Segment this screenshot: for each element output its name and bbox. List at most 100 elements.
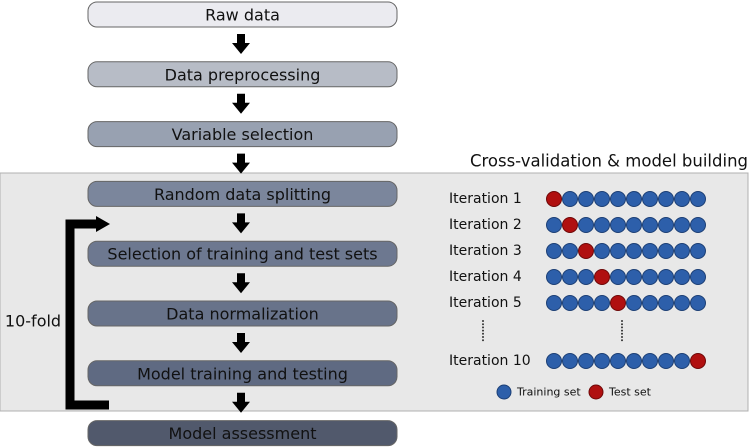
training-set-marker: [674, 243, 690, 259]
step-box-shape: [87, 121, 398, 148]
step-label: Model assessment: [169, 424, 317, 443]
loop-arrow-head: [96, 216, 110, 232]
training-set-marker: [562, 295, 578, 311]
legend: Training set Test set: [496, 384, 652, 400]
loop-label: 10-fold: [5, 312, 61, 331]
training-set-marker: [690, 217, 706, 233]
ellipsis-dot: [482, 320, 484, 322]
step-label: Data preprocessing: [165, 65, 321, 84]
training-set-marker: [642, 243, 658, 259]
step-box-shape: [87, 420, 398, 447]
training-set-marker: [658, 353, 674, 369]
training-set-marker: [610, 353, 626, 369]
training-set-marker: [658, 269, 674, 285]
training-set-marker: [562, 269, 578, 285]
training-set-marker: [674, 217, 690, 233]
iteration-row: Iteration 1: [449, 191, 706, 207]
test-set-marker: [546, 191, 562, 207]
training-set-marker: [610, 217, 626, 233]
iteration-row: Iteration 5: [449, 295, 706, 311]
step-box: Data normalization: [87, 300, 398, 327]
training-set-marker: [562, 191, 578, 207]
training-set-marker: [626, 217, 642, 233]
down-arrow: [232, 153, 250, 174]
step-label: Variable selection: [172, 125, 314, 144]
training-set-marker: [674, 269, 690, 285]
step-box: Random data splitting: [87, 180, 398, 207]
legend-training-label: Training set: [516, 386, 581, 399]
down-arrow: [232, 93, 250, 114]
step-box: Model assessment: [87, 420, 398, 447]
step-box-shape: [87, 1, 398, 28]
test-set-marker: [562, 217, 578, 233]
training-set-marker: [642, 191, 658, 207]
ellipsis-dot: [621, 339, 623, 342]
training-set-marker: [674, 191, 690, 207]
training-set-marker: [578, 191, 594, 207]
iteration-label: Iteration 2: [449, 217, 522, 233]
training-set-marker: [578, 269, 594, 285]
ellipsis-dot: [621, 320, 623, 322]
iteration-label: Iteration 4: [449, 269, 522, 285]
ellipsis-dot: [621, 326, 623, 329]
step-box-shape: [87, 240, 398, 267]
ellipsis-dot: [621, 332, 623, 335]
legend-training-marker: [496, 384, 512, 400]
training-set-marker: [690, 191, 706, 207]
ellipsis-dot: [482, 339, 484, 342]
training-set-marker: [626, 269, 642, 285]
training-set-marker: [562, 353, 578, 369]
training-set-marker: [658, 217, 674, 233]
step-box: Model training and testing: [87, 360, 398, 387]
ellipsis-dot: [621, 329, 623, 332]
training-set-marker: [690, 243, 706, 259]
training-set-marker: [546, 217, 562, 233]
ellipsis-dot: [482, 332, 484, 335]
test-set-marker: [690, 353, 706, 369]
training-set-marker: [642, 217, 658, 233]
training-set-marker: [594, 353, 610, 369]
ellipsis-dot: [621, 336, 623, 338]
training-set-marker: [594, 191, 610, 207]
training-set-marker: [658, 243, 674, 259]
training-set-marker: [578, 295, 594, 311]
legend-test-label: Test set: [608, 386, 652, 399]
step-box-shape: [87, 300, 398, 327]
iteration-row: Iteration 2: [449, 217, 706, 233]
step-label: Data normalization: [166, 305, 319, 324]
down-arrow: [232, 333, 250, 353]
down-arrow: [232, 392, 250, 413]
step-box-shape: [87, 180, 398, 207]
ellipsis-dot: [482, 329, 484, 332]
training-set-marker: [610, 243, 626, 259]
iteration-row: Iteration 10: [449, 353, 706, 369]
loop-arrow: [65, 219, 109, 410]
training-set-marker: [610, 191, 626, 207]
training-set-marker: [626, 191, 642, 207]
training-set-marker: [626, 353, 642, 369]
training-set-marker: [546, 353, 562, 369]
training-set-marker: [642, 353, 658, 369]
training-set-marker: [594, 243, 610, 259]
iteration-label: Iteration 5: [449, 295, 522, 311]
test-set-marker: [594, 269, 610, 285]
training-set-marker: [594, 217, 610, 233]
training-set-marker: [642, 269, 658, 285]
ellipsis-dot: [482, 336, 484, 338]
step-box: Raw data: [87, 1, 398, 28]
training-set-marker: [658, 295, 674, 311]
training-set-marker: [674, 295, 690, 311]
iteration-label: Iteration 1: [449, 191, 522, 207]
step-box-shape: [87, 61, 398, 88]
training-set-marker: [674, 353, 690, 369]
step-box-shape: [87, 360, 398, 387]
down-arrow: [232, 273, 250, 294]
training-set-marker: [546, 295, 562, 311]
step-label: Model training and testing: [137, 364, 348, 383]
training-set-marker: [578, 217, 594, 233]
ellipsis-dot: [621, 323, 623, 326]
training-set-marker: [690, 295, 706, 311]
ellipsis-dot: [482, 326, 484, 329]
